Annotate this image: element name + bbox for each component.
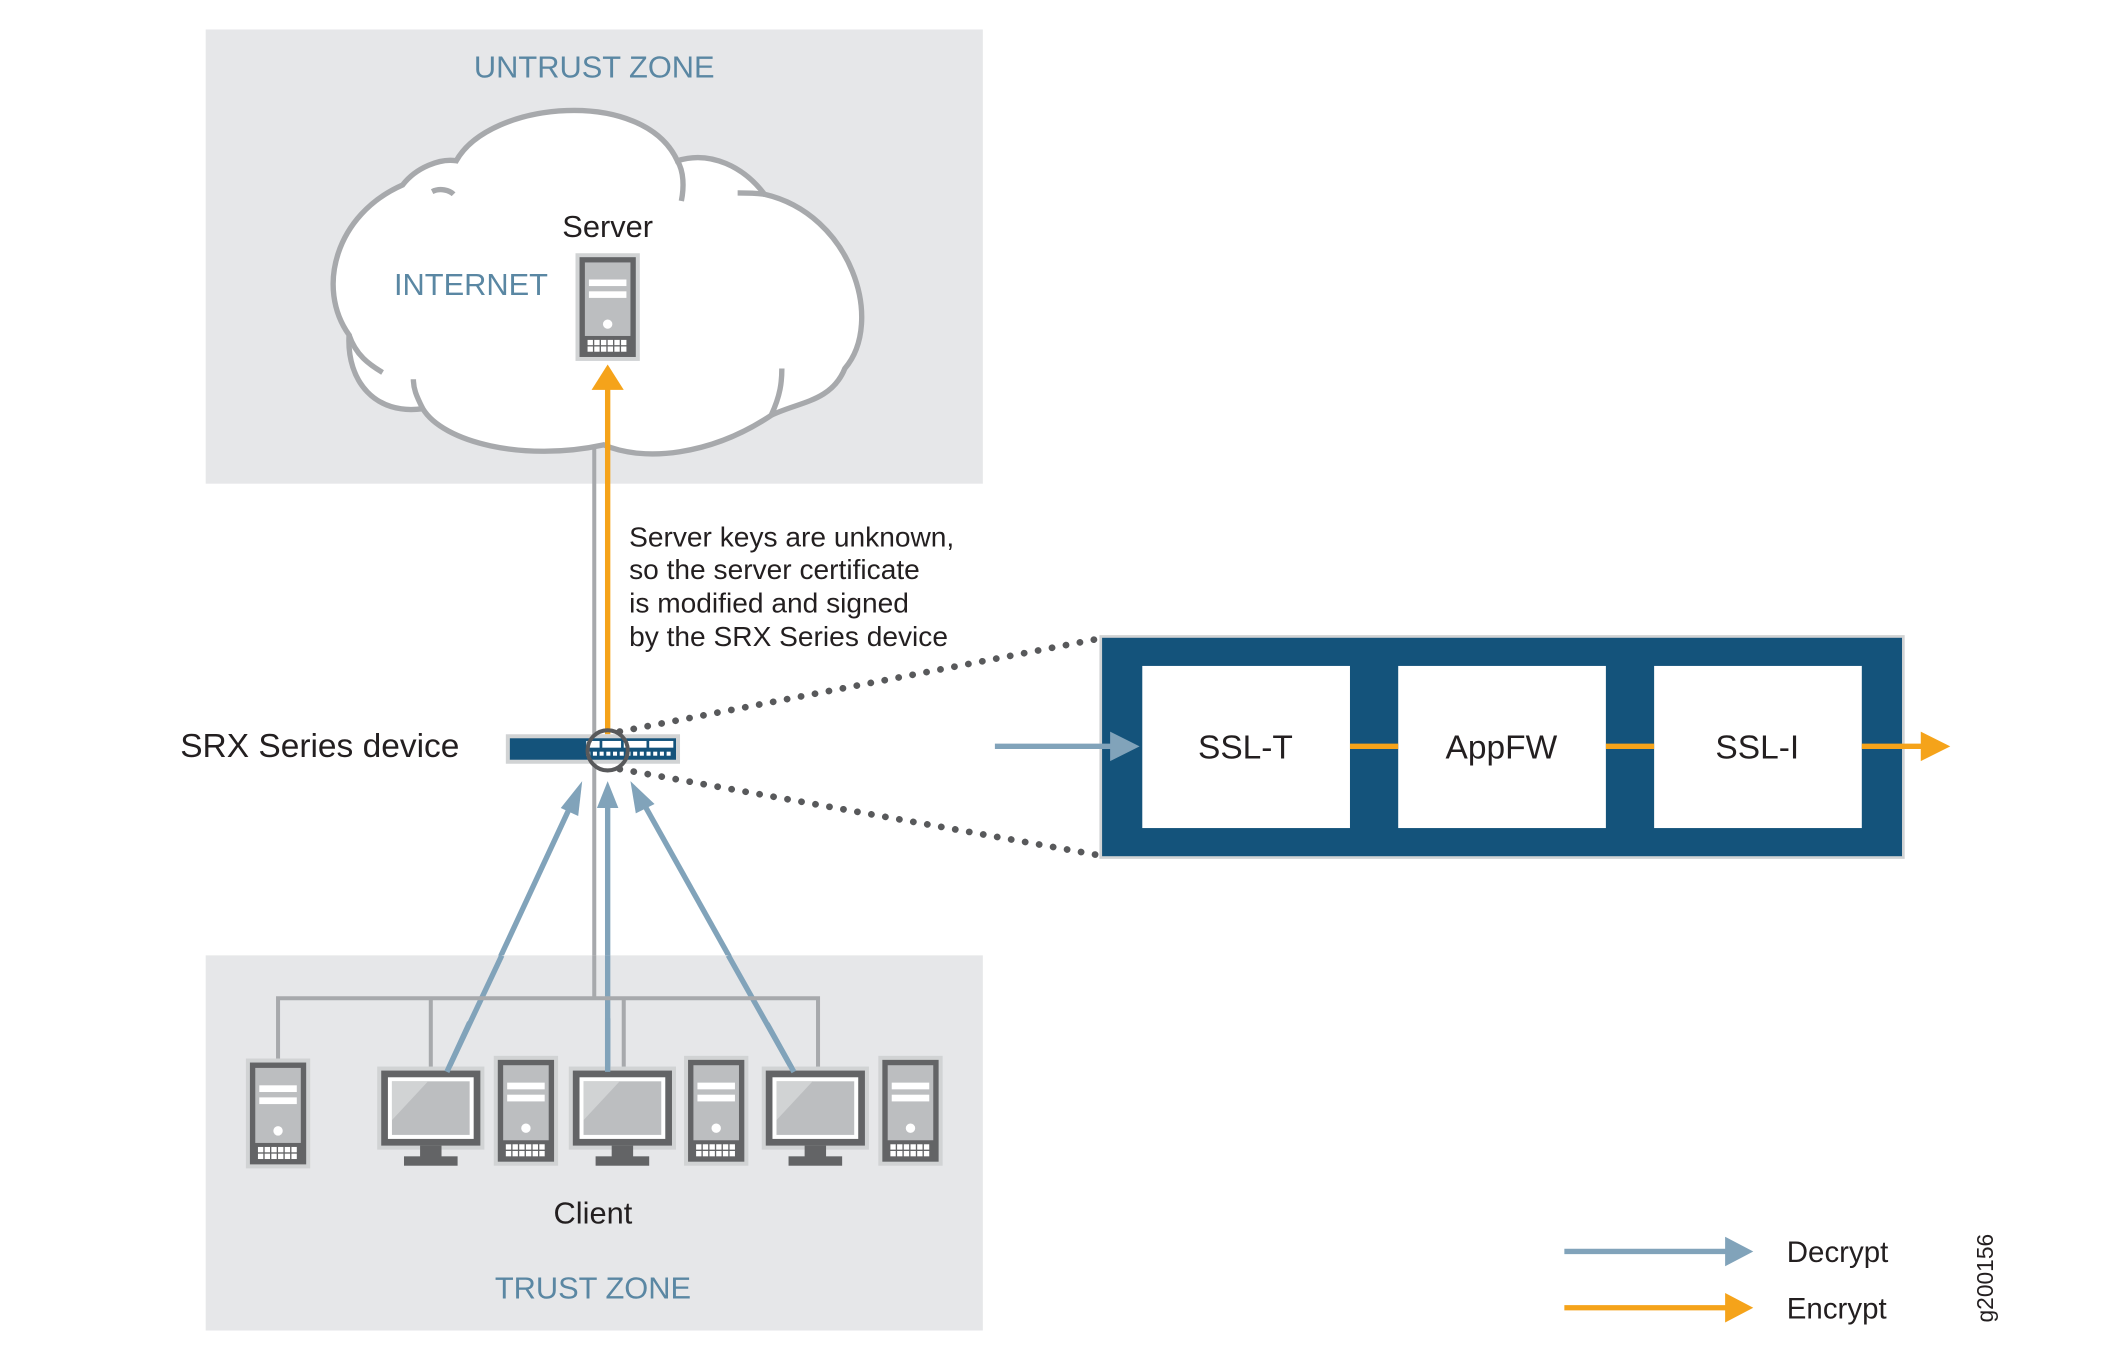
zoom-line-bottom [616,765,1101,859]
trust-zone-title: TRUST ZONE [495,1270,691,1305]
client-tower-icon [245,1058,311,1169]
decrypt-arrow-icon [1725,1236,1754,1267]
untrust-zone-title: UNTRUST ZONE [474,50,715,85]
lan-bus [276,996,821,1072]
client-tower-icon [684,1055,749,1166]
client-tower-icon [878,1055,943,1166]
stage-ssl-i-label: SSL-I [1715,729,1799,766]
internet-label: INTERNET [394,267,548,302]
stage-appfw [1398,665,1606,829]
encrypt-arrowhead-icon [591,364,624,390]
encrypt-out-arrowhead-icon [1920,731,1951,762]
figure-id: g200156 [1972,1234,1998,1323]
magnify-circle-icon [585,728,630,773]
client-tower-icon [493,1055,559,1166]
encrypt-arrow-icon [1725,1293,1754,1323]
stage-ssl-i [1654,665,1862,829]
legend-item-decrypt: Decrypt [1564,1236,1888,1269]
server-icon [575,253,640,361]
zoom-line-top [616,635,1101,735]
client-label: Client [554,1195,633,1230]
legend: Decrypt Encrypt [1564,1236,1888,1325]
certificate-note: Server keys are unknown, so the server c… [629,522,962,652]
decrypt-in-arrowhead-icon [1110,731,1140,762]
legend-item-encrypt: Encrypt [1564,1292,1887,1325]
stage-ssl-t [1142,665,1350,829]
legend-encrypt-label: Encrypt [1787,1292,1887,1325]
server-label: Server [562,209,653,244]
stage-appfw-label: AppFW [1446,729,1558,766]
ssl-proxy-pipeline: SSL-T AppFW SSL-I [994,635,1951,859]
srx-device-label: SRX Series device [180,728,459,765]
legend-decrypt-label: Decrypt [1787,1236,1889,1269]
stage-ssl-t-label: SSL-T [1198,729,1293,766]
